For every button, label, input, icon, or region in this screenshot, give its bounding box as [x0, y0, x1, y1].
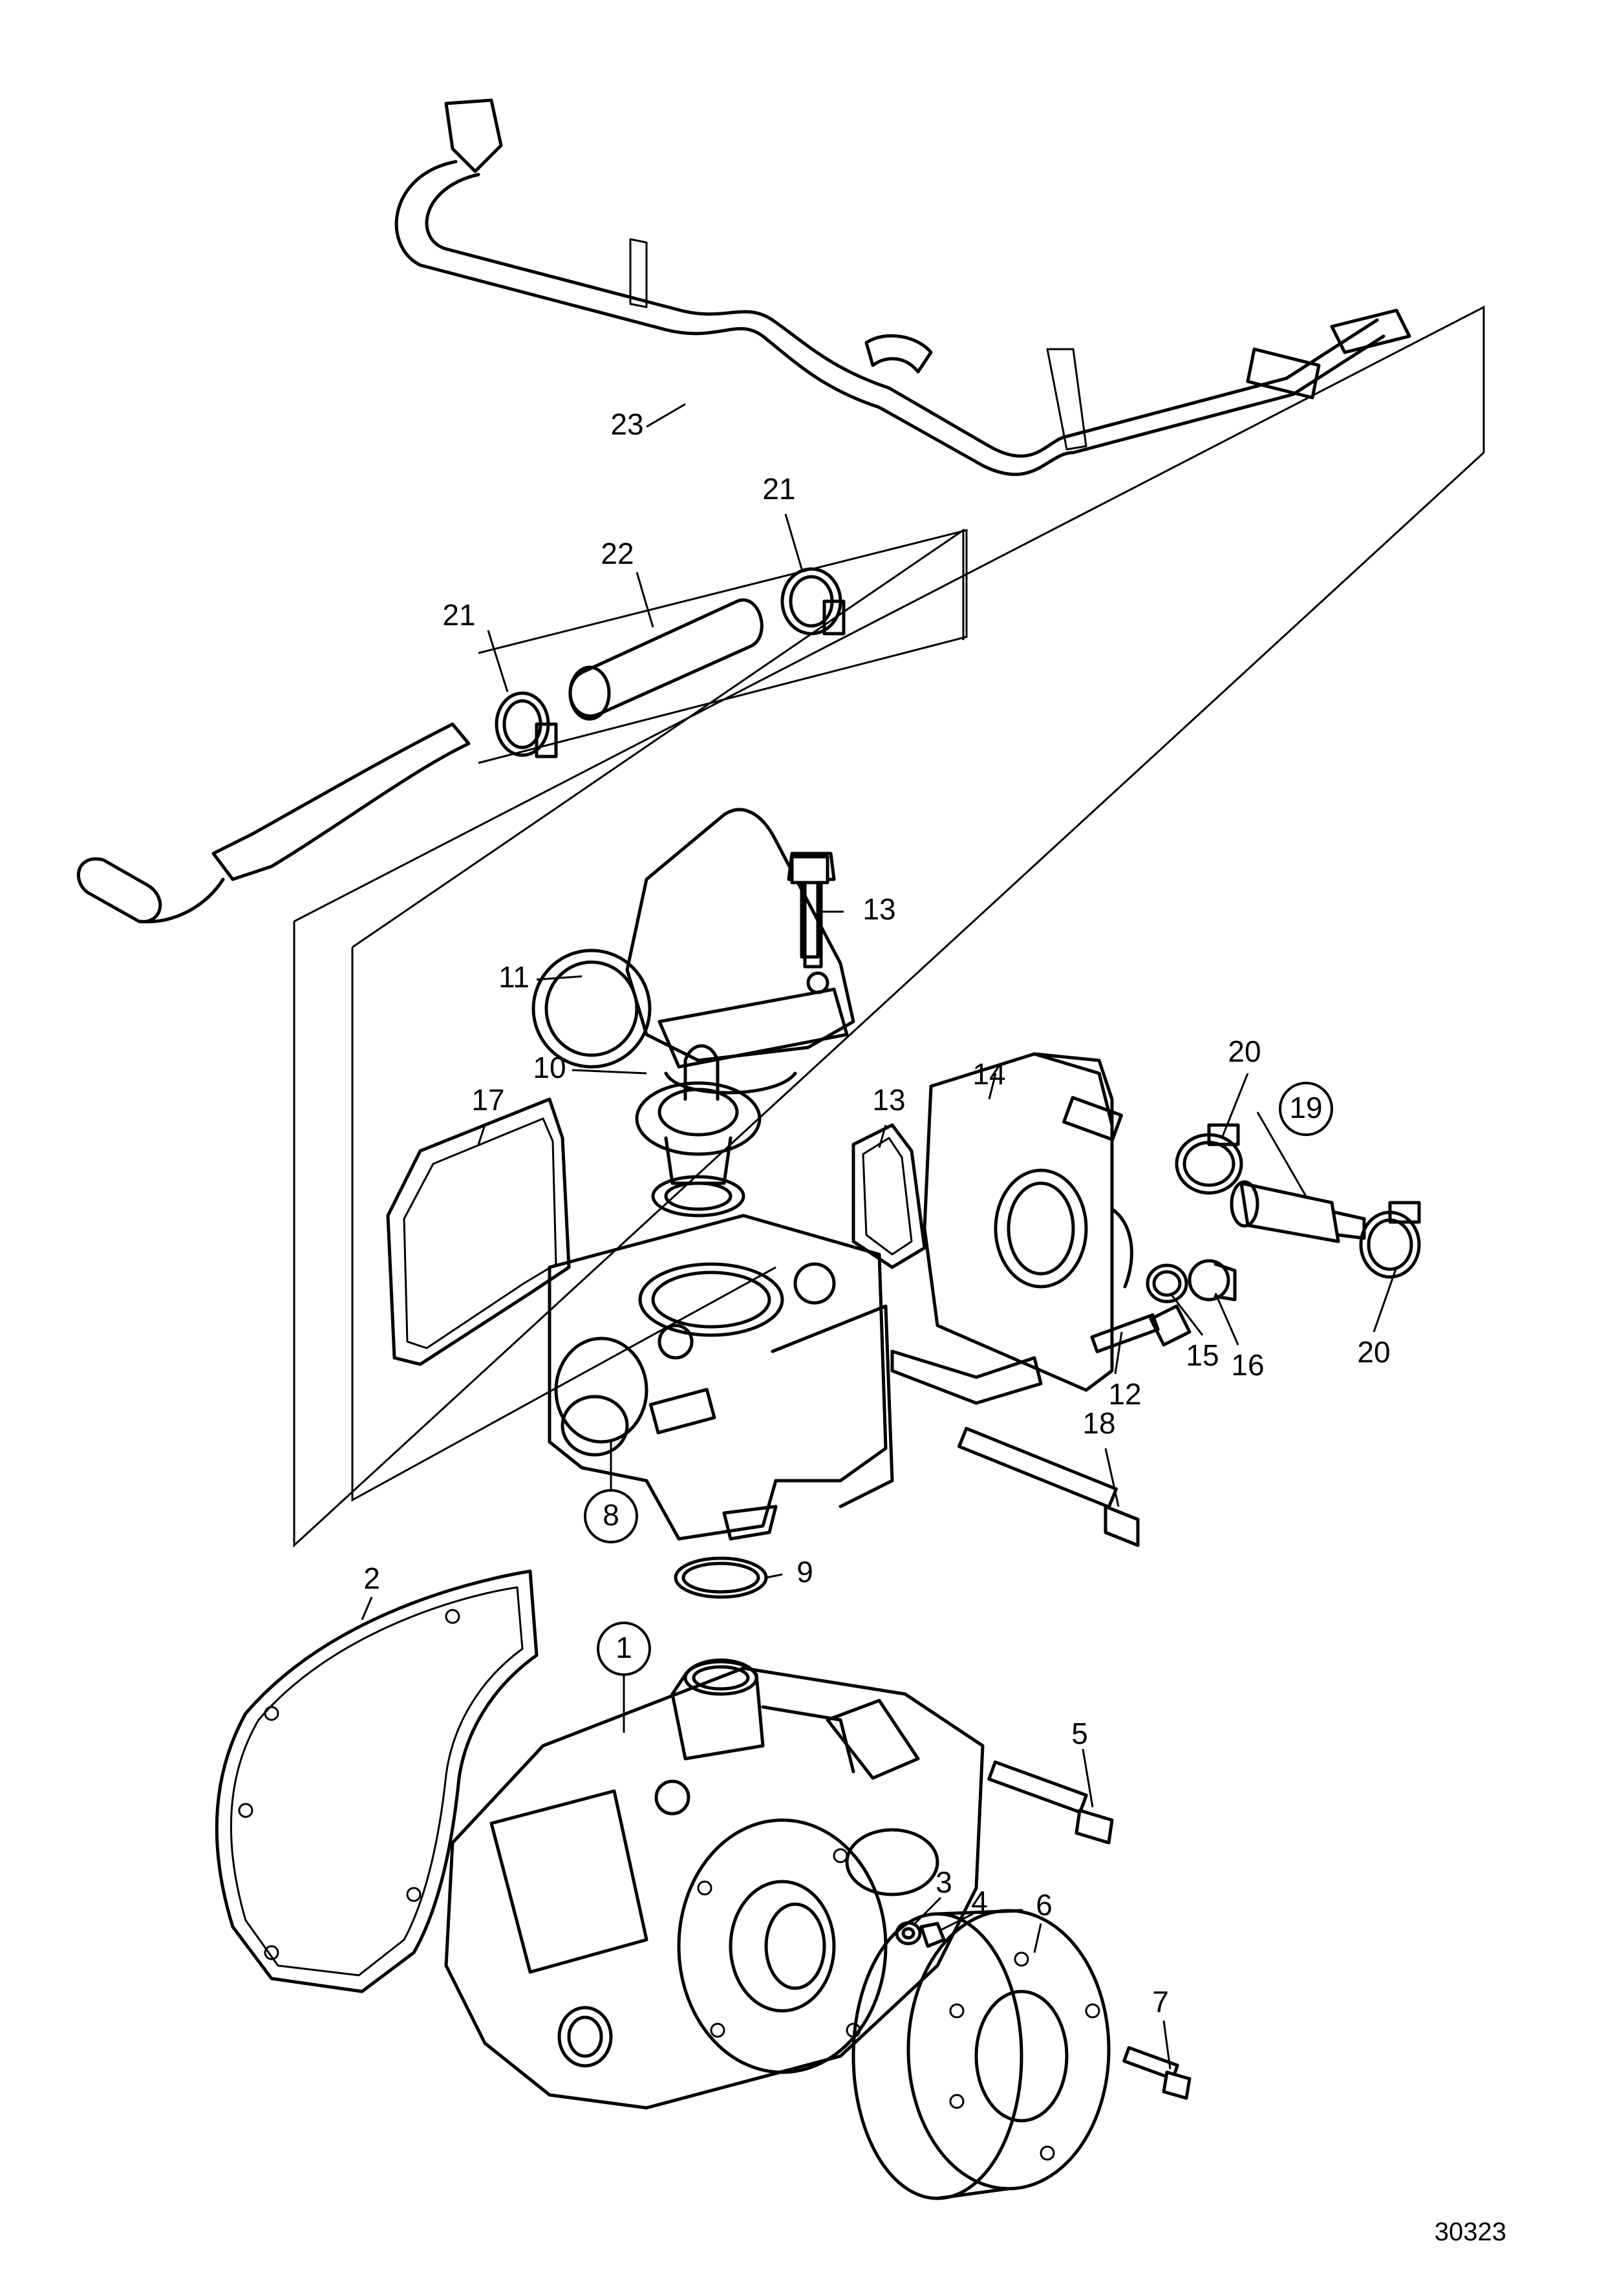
nut-4 — [919, 1922, 946, 1948]
label-18: 18 — [1082, 1406, 1115, 1440]
label-10: 10 — [533, 1051, 566, 1084]
marker-circle-19 — [1279, 1082, 1333, 1136]
label-6: 6 — [1036, 1888, 1053, 1922]
label-3: 3 — [936, 1865, 952, 1899]
pump-flange — [677, 1818, 888, 2074]
label-16: 16 — [1231, 1348, 1264, 1382]
clamp-20-lower — [1359, 1201, 1421, 1279]
label-20-bottom: 20 — [1357, 1335, 1390, 1369]
water-pump — [444, 1658, 985, 2110]
marker-circle-8 — [584, 1489, 638, 1543]
label-20-top: 20 — [1228, 1035, 1261, 1068]
label-22: 22 — [601, 537, 634, 570]
clamp-20-upper — [1175, 1123, 1243, 1195]
marker-circle-1 — [597, 1622, 651, 1676]
label-19: 19 — [1289, 1091, 1322, 1124]
label-1: 1 — [615, 1631, 632, 1664]
label-2: 2 — [363, 1561, 380, 1595]
figure-number: 30323 — [1435, 2218, 1506, 2246]
washer-3 — [895, 1921, 922, 1946]
label-13-gasket: 13 — [872, 1083, 905, 1117]
cover-14 — [923, 1052, 1133, 1392]
bolt-5 — [987, 1760, 1114, 1845]
gasket-17 — [386, 1097, 571, 1366]
bolt-7 — [1122, 2046, 1192, 2100]
pump-gasket-2 — [215, 1569, 539, 1993]
hose-and-clamps — [76, 567, 846, 924]
thermostat-body — [548, 1214, 894, 1541]
label-8: 8 — [603, 1498, 619, 1532]
thermostat — [635, 1044, 762, 1218]
label-12: 12 — [1108, 1377, 1141, 1411]
bolt-18 — [957, 1426, 1140, 1547]
bolt-13 — [790, 855, 829, 959]
gasket-13 — [851, 1123, 1043, 1405]
label-7: 7 — [1152, 1985, 1169, 2019]
assembly-frames — [293, 305, 1485, 1548]
label-23: 23 — [610, 407, 643, 441]
label-17: 17 — [471, 1083, 504, 1117]
pulley-6 — [851, 1909, 1111, 2200]
label-15: 15 — [1186, 1338, 1219, 1372]
label-14: 14 — [972, 1057, 1005, 1091]
label-21-left: 21 — [442, 598, 475, 632]
label-9: 9 — [797, 1555, 813, 1589]
plug-16 — [1188, 1259, 1237, 1302]
hose-19 — [1230, 1180, 1366, 1243]
label-13-top: 13 — [862, 892, 895, 926]
label-5: 5 — [1071, 1717, 1088, 1750]
o-ring-15 — [1146, 1263, 1188, 1304]
part-labels: 1 2 3 4 5 6 7 8 9 10 11 12 13 13 14 15 1… — [363, 407, 1390, 2019]
leader-lines — [361, 403, 1398, 2070]
bolt-12 — [1090, 1304, 1192, 1353]
label-21-right: 21 — [762, 472, 795, 506]
label-11: 11 — [498, 960, 529, 994]
o-ring-9 — [674, 1556, 768, 1599]
label-4: 4 — [971, 1885, 988, 1918]
coolant-pipe — [394, 98, 1411, 477]
